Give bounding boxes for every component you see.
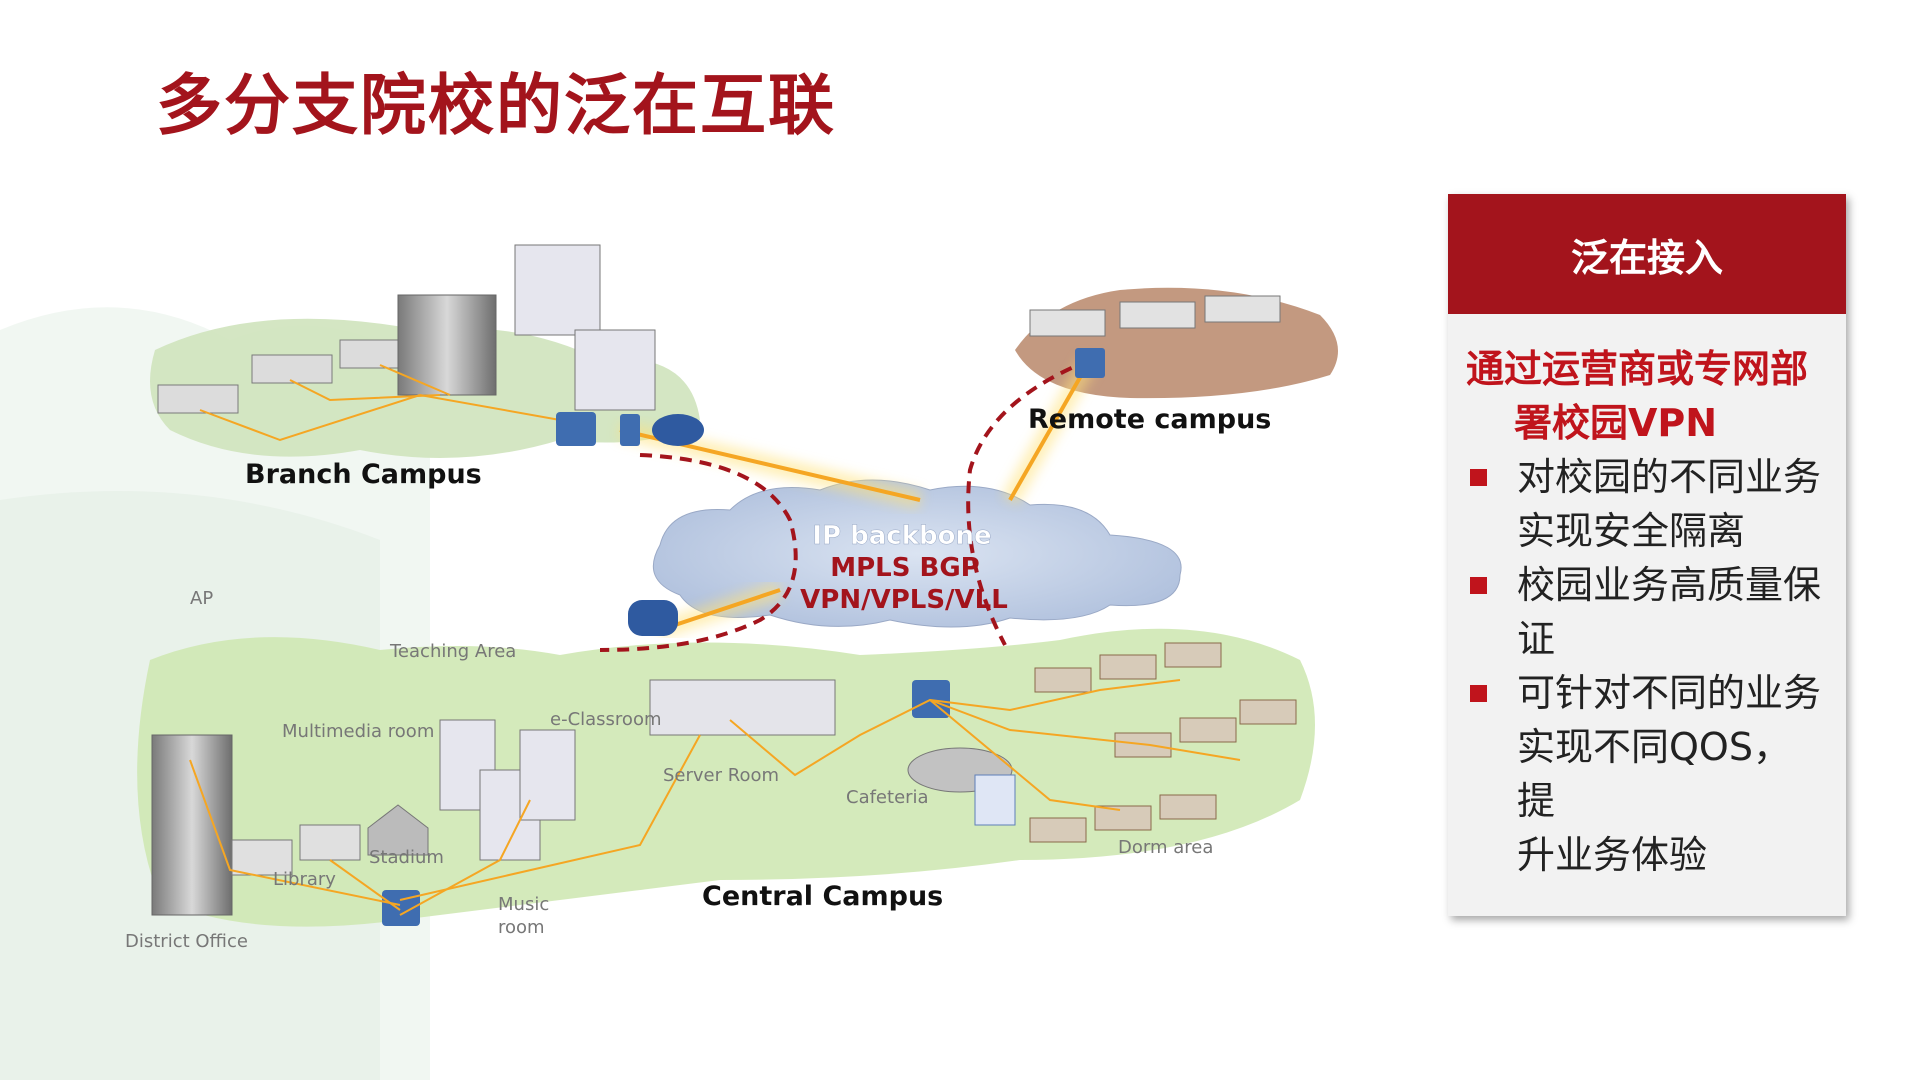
- bullet-line: 实现不同QOS，提: [1517, 725, 1791, 823]
- label-central-campus: Central Campus: [702, 881, 943, 912]
- label-dorm-area: Dorm area: [1118, 837, 1213, 858]
- bullet-text: 可针对不同的业务 实现不同QOS，提 升业务体验: [1517, 666, 1828, 882]
- panel-header: 泛在接入: [1448, 194, 1846, 314]
- bullet-text: 对校园的不同业务 实现安全隔离: [1517, 450, 1828, 558]
- panel-body: 通过运营商或专网部 署校园VPN 对校园的不同业务 实现安全隔离 校园业务高质量…: [1448, 314, 1846, 882]
- label-library: Library: [273, 869, 336, 890]
- label-multimedia-room: Multimedia room: [282, 721, 434, 742]
- label-cafeteria: Cafeteria: [846, 787, 929, 808]
- label-e-classroom: e-Classroom: [550, 709, 662, 730]
- label-music-room-2: room: [498, 917, 545, 938]
- branch-buildings: [157, 244, 656, 414]
- branch-devices: [556, 412, 704, 446]
- bullet-qos: 可针对不同的业务 实现不同QOS，提 升业务体验: [1466, 666, 1828, 882]
- label-branch-campus: Branch Campus: [245, 459, 482, 490]
- bullet-line: 实现安全隔离: [1517, 509, 1746, 553]
- bullet-square-icon: [1470, 685, 1487, 702]
- panel-lead: 通过运营商或专网部 署校园VPN: [1466, 342, 1828, 450]
- label-remote-campus: Remote campus: [1028, 404, 1271, 435]
- bullet-line: 对校园的不同业务: [1517, 455, 1822, 499]
- branch-links: [199, 364, 561, 442]
- central-campus-land: [137, 628, 1316, 927]
- remote-buildings: [1029, 295, 1281, 378]
- label-vpn-types: VPN/VPLS/VLL: [800, 585, 1008, 615]
- central-links: [189, 679, 1241, 916]
- bullet-isolation: 对校园的不同业务 实现安全隔离: [1466, 450, 1828, 558]
- backbone-labels: IP backbone MPLS BGP VPN/VPLS/VLL: [800, 521, 1008, 615]
- access-panel: 泛在接入 通过运营商或专网部 署校园VPN 对校园的不同业务 实现安全隔离 校园…: [1448, 194, 1846, 916]
- label-teaching-area: Teaching Area: [389, 641, 516, 662]
- campus-labels: Branch Campus Remote campus Central Camp…: [245, 404, 1271, 912]
- bullet-square-icon: [1470, 469, 1487, 486]
- bullet-line: 升业务体验: [1517, 833, 1708, 877]
- panel-lead-line1: 通过运营商或专网部: [1466, 347, 1809, 391]
- label-ap: AP: [190, 588, 213, 609]
- label-mpls-bgp: MPLS BGP: [830, 553, 980, 583]
- label-music-room-1: Music: [498, 894, 549, 915]
- label-ip-backbone: IP backbone: [812, 521, 991, 551]
- bullet-line: 校园业务高质量保: [1517, 563, 1822, 607]
- label-server-room: Server Room: [663, 765, 779, 786]
- slide-title: 多分支院校的泛在互联: [156, 67, 836, 144]
- ip-backbone-cloud: [652, 479, 1182, 628]
- label-stadium: Stadium: [369, 847, 444, 868]
- dorm-buildings: [1029, 642, 1297, 843]
- bullet-text: 校园业务高质量保 证: [1517, 558, 1828, 666]
- vpn-tunnels: [599, 358, 1091, 652]
- bullet-quality: 校园业务高质量保 证: [1466, 558, 1828, 666]
- bullet-line: 可针对不同的业务: [1517, 671, 1822, 715]
- area-labels: AP Teaching Area Multimedia room e-Class…: [125, 588, 1213, 952]
- panel-lead-line2: 署校园VPN: [1514, 401, 1718, 445]
- central-buildings: [151, 600, 1016, 926]
- network-diagram: AP Teaching Area Multimedia room e-Class…: [0, 244, 1338, 1080]
- bullet-square-icon: [1470, 577, 1487, 594]
- bullet-line: 证: [1517, 617, 1556, 661]
- label-district-office: District Office: [125, 931, 248, 952]
